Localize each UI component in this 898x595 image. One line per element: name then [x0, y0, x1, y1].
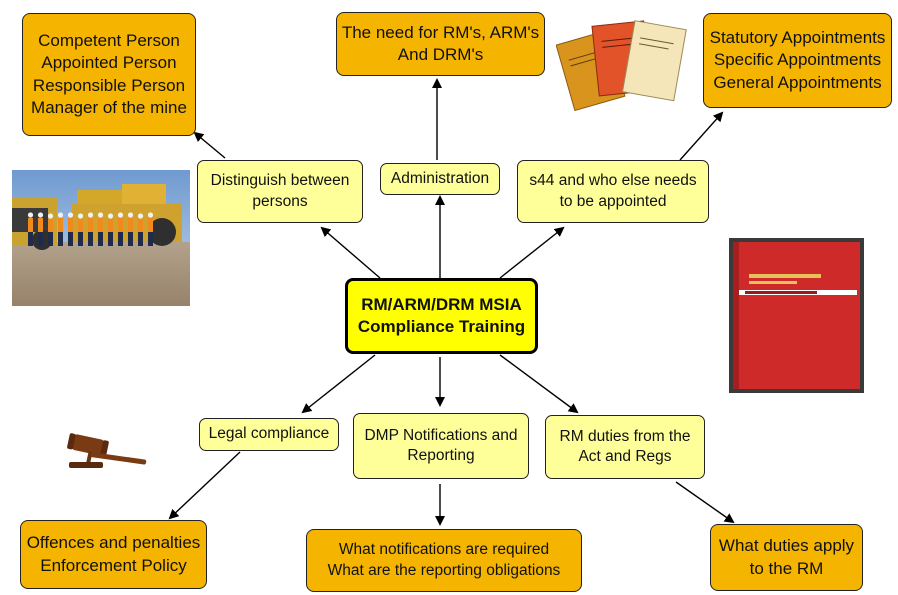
- node-s44: s44 and who else needs to be appointed: [517, 160, 709, 223]
- node-line: Offences and penalties: [26, 533, 201, 553]
- red-record-book-image: [729, 238, 864, 393]
- node-center-title: RM/ARM/DRM MSIA Compliance Training: [345, 278, 538, 354]
- node-line: to the RM: [749, 558, 824, 578]
- arrow-legal-to-offences: [168, 451, 241, 520]
- arrow-center-to-legal: [301, 354, 376, 414]
- mine-workers-photo: [12, 170, 190, 306]
- node-line: Specific Appointments: [713, 50, 882, 70]
- node-line: Appointed Person: [41, 53, 177, 73]
- arrow-distinguish-to-persons: [193, 131, 226, 159]
- node-line: General Appointments: [713, 72, 882, 92]
- node-line: The need for RM's, ARM's: [341, 22, 540, 42]
- center-line: RM/ARM/DRM MSIA: [361, 294, 522, 314]
- node-line: Enforcement Policy: [40, 555, 187, 575]
- node-line: Reporting: [407, 447, 475, 464]
- node-line: What are the reporting obligations: [327, 561, 561, 579]
- node-legal-compliance: Legal compliance: [199, 418, 339, 451]
- node-line: s44 and who else needs: [529, 172, 697, 190]
- node-person-types: Competent Person Appointed Person Respon…: [22, 13, 196, 136]
- node-line: And DRM's: [397, 45, 484, 64]
- node-rm-duties: RM duties from the Act and Regs: [545, 415, 705, 479]
- node-line: DMP Notifications and: [364, 426, 518, 444]
- node-line: persons: [252, 192, 308, 210]
- node-distinguish: Distinguish between persons: [197, 160, 363, 223]
- node-line: Administration: [390, 169, 490, 187]
- node-line: to be appointed: [559, 192, 667, 210]
- node-dmp-notifications: DMP Notifications and Reporting: [353, 413, 529, 479]
- node-line: Manager of the mine: [31, 97, 187, 117]
- node-line: Act and Regs: [578, 448, 672, 465]
- node-offences: Offences and penalties Enforcement Polic…: [20, 520, 207, 589]
- node-line: Legal compliance: [208, 425, 330, 443]
- node-line: Competent Person: [38, 30, 180, 50]
- node-duties-apply: What duties apply to the RM: [710, 524, 863, 591]
- node-need-for-rms: The need for RM's, ARM's And DRM's: [336, 12, 545, 76]
- arrow-center-to-s44: [499, 226, 565, 279]
- node-appointment-types: Statutory Appointments Specific Appointm…: [703, 13, 892, 108]
- node-line: What duties apply: [718, 536, 855, 556]
- center-line: Compliance Training: [357, 317, 526, 336]
- arrow-rmduties-to-dutiesapply: [675, 481, 735, 524]
- node-line: Responsible Person: [32, 75, 186, 95]
- node-notifications: What notifications are required What are…: [306, 529, 582, 592]
- node-administration: Administration: [380, 163, 500, 195]
- arrow-s44-to-appointments: [679, 111, 724, 161]
- node-line: Distinguish between: [210, 172, 350, 190]
- node-line: What notifications are required: [338, 541, 550, 559]
- gavel-image: [67, 433, 147, 468]
- arrow-center-to-distinguish: [320, 226, 381, 279]
- node-line: Statutory Appointments: [709, 27, 886, 47]
- node-line: RM duties from the: [559, 427, 691, 445]
- arrow-center-to-rm-duties: [499, 354, 579, 414]
- document-booklets-image: [556, 20, 687, 111]
